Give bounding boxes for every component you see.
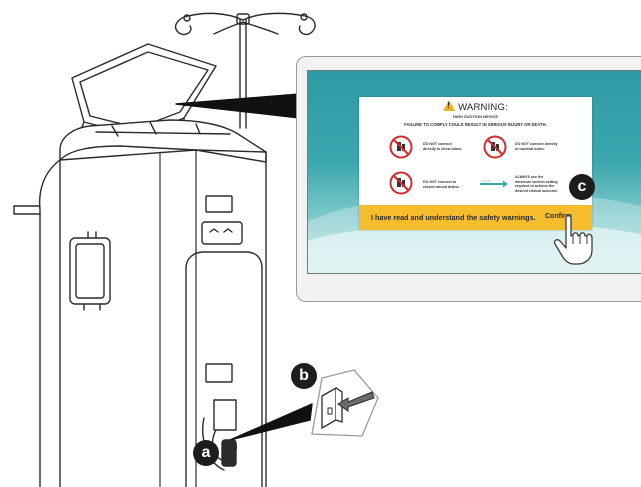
device-body	[14, 150, 266, 487]
no-tracheal-tube-icon	[483, 135, 507, 159]
warning-title-text: WARNING:	[458, 102, 508, 113]
warning-consequence: FAILURE TO COMPLY COULD RESULT IN SERIOU…	[359, 122, 592, 127]
rule-3-text: DO NOT connect to closed wound drains.	[423, 180, 460, 189]
warning-heading: WARNING:	[359, 100, 592, 113]
no-chest-tube-icon	[389, 135, 413, 159]
no-wound-drain-icon	[389, 171, 413, 195]
rule-4-text: ALWAYS use the minimum suction setting r…	[515, 175, 558, 193]
leader-line-detail	[230, 404, 312, 440]
pointing-hand-icon	[552, 214, 596, 266]
minimum-setting-arrow-icon	[479, 179, 509, 189]
rule-2-text: DO NOT connect directly to tracheal tube…	[515, 142, 558, 151]
warning-subtitle: HIGH SUCTION DEVICE	[359, 114, 592, 119]
callout-c: c	[569, 174, 595, 200]
safety-warning-dialog: WARNING: HIGH SUCTION DEVICE FAILURE TO …	[359, 97, 592, 230]
rule-1-text: DO NOT connect directly to chest tubes.	[423, 142, 462, 151]
warning-triangle-icon	[443, 100, 455, 111]
acknowledge-text: I have read and understand the safety wa…	[371, 213, 536, 222]
callout-a: a	[193, 440, 219, 466]
device-top	[60, 120, 266, 162]
callout-b: b	[291, 363, 317, 389]
